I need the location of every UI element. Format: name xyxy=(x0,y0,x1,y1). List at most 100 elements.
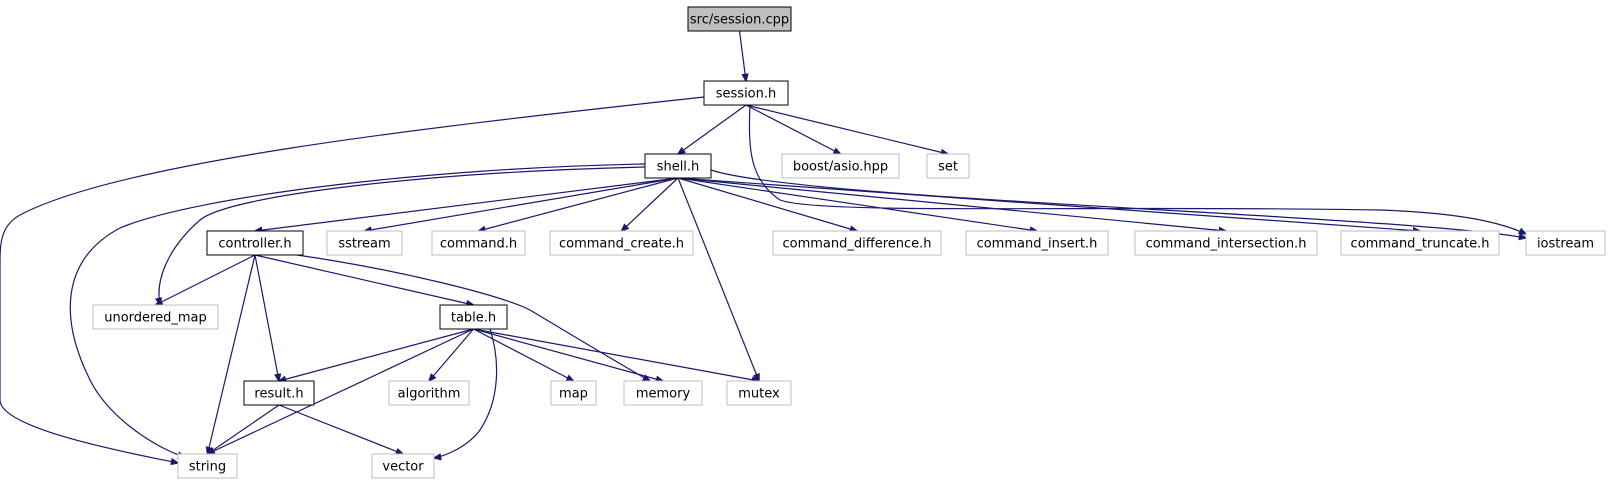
edge-controller-h-to-unordered-map xyxy=(156,254,256,305)
edge-table-h-to-mutex xyxy=(473,328,760,381)
node-label: table.h xyxy=(451,311,496,326)
node-box xyxy=(431,230,526,256)
edge-controller-h-to-memory xyxy=(296,254,650,381)
edge-shell-h-to-string xyxy=(69,163,646,457)
node-label: command_intersection.h xyxy=(1146,237,1307,252)
edge-root-to-session-h xyxy=(738,30,747,81)
edge-shell-h-to-sstream xyxy=(365,177,679,231)
edge-session-h-to-boost-asio xyxy=(745,104,841,154)
node-label: src/session.cpp xyxy=(690,13,789,28)
node-box xyxy=(371,453,435,479)
node-label: command_difference.h xyxy=(782,237,931,252)
nodes-layer: src/session.cpp session.h shell.h boost/asi… xyxy=(92,6,1606,479)
edges-layer xyxy=(0,30,1526,463)
node-command-intersection-h: command_intersection.h xyxy=(1134,230,1318,256)
node-label: result.h xyxy=(254,387,303,402)
node-label: set xyxy=(938,160,958,175)
edge-controller-h-to-result-h xyxy=(254,254,279,381)
node-mutex: mutex xyxy=(726,380,792,406)
node-box xyxy=(92,304,219,330)
node-algorithm: algorithm xyxy=(388,380,470,406)
node-result-h[interactable]: result.h xyxy=(243,380,315,406)
node-map: map xyxy=(550,380,597,406)
node-box xyxy=(687,6,792,32)
edge-session-h-to-iostream xyxy=(748,104,1526,234)
edge-shell-h-to-command-insert-h xyxy=(677,177,1037,231)
node-box xyxy=(926,153,970,179)
edge-shell-h-to-unordered-map xyxy=(159,166,646,305)
edge-shell-h-to-command-difference-h xyxy=(677,177,857,231)
edge-table-h-to-algorithm xyxy=(429,328,474,381)
node-label: command_create.h xyxy=(559,237,684,252)
node-box xyxy=(1525,230,1606,256)
node-controller-h[interactable]: controller.h xyxy=(206,230,304,256)
node-label: vector xyxy=(382,460,424,475)
edge-session-h-to-string xyxy=(0,96,705,463)
node-box xyxy=(623,380,703,406)
node-box xyxy=(388,380,470,406)
node-label: command_truncate.h xyxy=(1351,237,1490,252)
node-box xyxy=(439,304,508,330)
node-label: iostream xyxy=(1537,237,1594,252)
node-sstream: sstream xyxy=(326,230,403,256)
edge-result-h-to-string xyxy=(208,404,280,454)
node-session-h[interactable]: session.h xyxy=(703,80,789,106)
edge-session-h-to-shell-h xyxy=(678,104,747,154)
node-unordered-map: unordered_map xyxy=(92,304,219,330)
edge-table-h-to-memory xyxy=(473,328,664,381)
node-shell-h[interactable]: shell.h xyxy=(644,153,712,179)
node-command-h: command.h xyxy=(431,230,526,256)
node-box xyxy=(965,230,1109,256)
edge-shell-h-to-controller-h xyxy=(255,177,679,231)
node-set: set xyxy=(926,153,970,179)
node-box xyxy=(550,380,597,406)
node-command-difference-h: command_difference.h xyxy=(772,230,942,256)
node-command-create-h: command_create.h xyxy=(549,230,694,256)
node-label: memory xyxy=(636,387,691,402)
edge-session-h-to-set xyxy=(745,104,948,154)
node-label: unordered_map xyxy=(104,311,207,326)
node-label: session.h xyxy=(716,87,777,102)
node-table-h[interactable]: table.h xyxy=(439,304,508,330)
edge-shell-h-to-command-create-h xyxy=(622,177,679,231)
node-string: string xyxy=(177,453,238,479)
node-label: map xyxy=(559,387,588,402)
node-command-truncate-h: command_truncate.h xyxy=(1340,230,1500,256)
edge-shell-h-to-mutex xyxy=(677,177,759,381)
edge-table-h-to-map xyxy=(473,328,574,381)
node-label: sstream xyxy=(338,237,390,252)
edge-table-h-to-result-h xyxy=(279,328,474,381)
edge-shell-h-to-command-truncate-h xyxy=(677,177,1420,231)
node-box xyxy=(177,453,238,479)
node-box xyxy=(206,230,304,256)
node-box xyxy=(1134,230,1318,256)
edge-shell-h-to-iostream xyxy=(710,169,1526,238)
node-box xyxy=(243,380,315,406)
node-iostream: iostream xyxy=(1525,230,1606,256)
node-root[interactable]: src/session.cpp xyxy=(687,6,792,32)
node-box xyxy=(772,230,942,256)
edge-table-h-to-string xyxy=(208,328,474,454)
node-label: mutex xyxy=(738,387,780,402)
node-box xyxy=(726,380,792,406)
node-box xyxy=(1340,230,1500,256)
node-box xyxy=(644,153,712,179)
node-label: controller.h xyxy=(218,237,291,252)
node-label: command.h xyxy=(440,237,517,252)
edge-controller-h-to-string xyxy=(208,254,256,454)
node-box xyxy=(703,80,789,106)
node-box xyxy=(326,230,403,256)
edge-shell-h-to-command-intersection-h xyxy=(677,177,1226,231)
node-memory: memory xyxy=(623,380,703,406)
node-label: algorithm xyxy=(398,387,461,402)
edge-controller-h-to-table-h xyxy=(254,254,474,305)
node-label: boost/asio.hpp xyxy=(793,160,888,175)
edge-shell-h-to-command-h xyxy=(479,177,679,231)
edge-result-h-to-vector xyxy=(278,404,403,454)
node-label: command_insert.h xyxy=(977,237,1098,252)
node-command-insert-h: command_insert.h xyxy=(965,230,1109,256)
edge-table-h-to-vector xyxy=(434,328,498,458)
node-boost-asio: boost/asio.hpp xyxy=(781,153,900,179)
node-box xyxy=(549,230,694,256)
